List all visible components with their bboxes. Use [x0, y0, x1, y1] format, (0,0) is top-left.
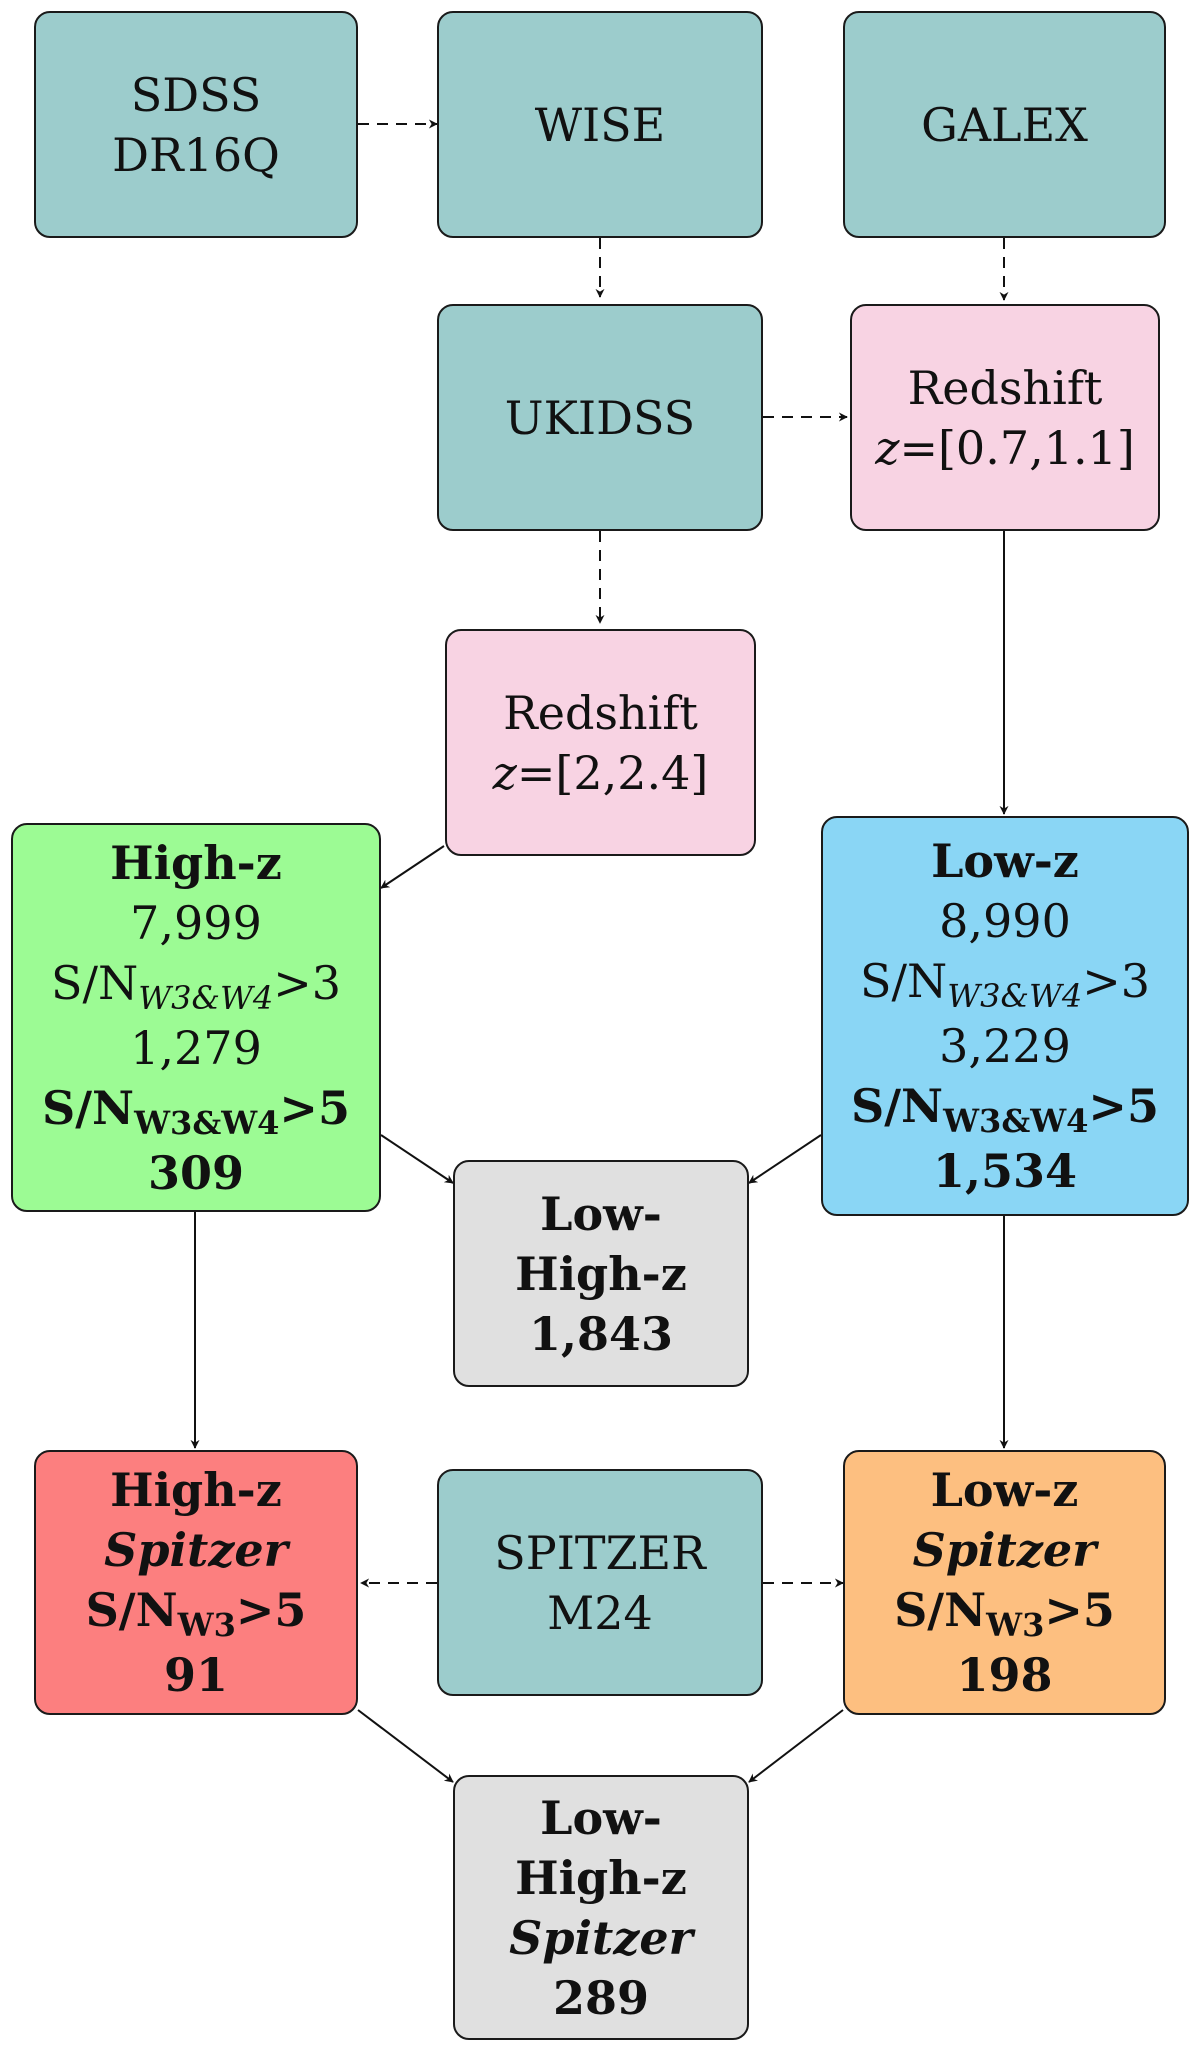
low-z-spitzer-snr-prefix: S/N — [894, 1583, 987, 1637]
high-z-node: High-z 7,999 S/NW3&W4>3 1,279 S/NW3&W4>5… — [11, 823, 381, 1212]
low-z-spitzer-title: Low-z — [930, 1463, 1079, 1517]
low-z-spitzer-snr-label: S/NW3>5 — [894, 1580, 1115, 1645]
low-z-snr5-prefix: S/N — [851, 1079, 944, 1133]
redshift-low-z-symbol: z — [875, 420, 900, 475]
low-z-title: Low-z — [931, 834, 1079, 888]
low-z-spitzer-node: Low-z Spitzer S/NW3>5 198 — [843, 1450, 1166, 1715]
high-z-snr5-label: S/NW3&W4>5 — [42, 1078, 350, 1143]
low-high-z-spitzer-count: 289 — [552, 1970, 650, 2025]
low-high-z-node: Low- High-z 1,843 — [453, 1160, 749, 1387]
arrow-low-z-to-low-high-z — [748, 1134, 822, 1184]
high-z-snr5-prefix: S/N — [42, 1080, 135, 1135]
high-z-spitzer-count: 91 — [163, 1648, 228, 1702]
high-z-snr5-count: 309 — [147, 1145, 245, 1200]
high-z-snr3-subscript: W3&W4 — [138, 978, 274, 1017]
low-high-z-spitzer-line3: Spitzer — [509, 1910, 693, 1965]
wise-label: WISE — [534, 97, 666, 152]
high-z-snr5-threshold: >5 — [279, 1080, 350, 1135]
high-z-snr3-count: 1,279 — [130, 1020, 262, 1075]
spitzer-catalog-label: M24 — [547, 1585, 653, 1640]
high-z-snr5-subscript: W3&W4 — [134, 1103, 280, 1142]
low-high-z-spitzer-line1: Low- — [540, 1790, 662, 1845]
low-z-count: 8,990 — [939, 894, 1071, 948]
high-z-spitzer-snr-prefix: S/N — [85, 1583, 178, 1637]
high-z-spitzer-title: High-z — [110, 1463, 282, 1517]
high-z-snr3-prefix: S/N — [50, 955, 139, 1010]
arrow-redshift-high-to-high-z — [380, 845, 445, 889]
redshift-high-node: Redshift z=[2,2.4] — [445, 629, 756, 856]
arrow-high-z-spitzer-to-combined — [357, 1709, 454, 1783]
galex-label: GALEX — [921, 97, 1088, 152]
sdss-label: SDSS — [130, 67, 262, 122]
low-high-z-count: 1,843 — [528, 1306, 674, 1361]
arrow-low-z-spitzer-to-combined — [748, 1709, 844, 1783]
high-z-spitzer-node: High-z Spitzer S/NW3>5 91 — [34, 1450, 358, 1715]
wise-node: WISE — [437, 11, 763, 238]
redshift-high-interval: =[2,2.4] — [516, 745, 709, 800]
redshift-low-node: Redshift z=[0.7,1.1] — [850, 304, 1160, 531]
high-z-snr3-threshold: >3 — [273, 955, 342, 1010]
high-z-spitzer-subtitle: Spitzer — [104, 1523, 288, 1577]
high-z-spitzer-snr-label: S/NW3>5 — [86, 1580, 307, 1645]
galex-node: GALEX — [843, 11, 1166, 238]
low-high-z-spitzer-node: Low- High-z Spitzer 289 — [453, 1775, 749, 2040]
low-z-snr5-count: 1,534 — [932, 1144, 1078, 1198]
redshift-low-range: z=[0.7,1.1] — [875, 418, 1135, 478]
high-z-spitzer-snr-subscript: W3 — [177, 1606, 236, 1644]
low-z-snr3-threshold: >3 — [1082, 954, 1151, 1008]
high-z-title: High-z — [110, 835, 282, 890]
low-z-node: Low-z 8,990 S/NW3&W4>3 3,229 S/NW3&W4>5 … — [821, 816, 1189, 1216]
spitzer-label: SPITZER — [494, 1525, 706, 1580]
sdss-release-label: DR16Q — [112, 127, 280, 182]
redshift-high-range: z=[2,2.4] — [493, 743, 709, 803]
low-high-z-spitzer-line2: High-z — [515, 1850, 687, 1905]
low-z-spitzer-count: 198 — [956, 1648, 1053, 1702]
low-z-spitzer-subtitle: Spitzer — [912, 1523, 1097, 1577]
redshift-low-interval: =[0.7,1.1] — [899, 420, 1135, 475]
redshift-high-title: Redshift — [503, 685, 698, 740]
high-z-spitzer-snr-threshold: >5 — [235, 1583, 307, 1637]
high-z-count: 7,999 — [130, 895, 262, 950]
low-z-snr3-count: 3,229 — [939, 1019, 1071, 1073]
arrow-high-z-to-low-high-z — [380, 1134, 454, 1184]
low-high-z-line1: Low- — [540, 1186, 662, 1241]
low-z-spitzer-snr-subscript: W3 — [986, 1606, 1045, 1644]
low-z-snr3-label: S/NW3&W4>3 — [860, 951, 1150, 1016]
low-z-snr5-threshold: >5 — [1088, 1079, 1159, 1133]
low-z-snr3-subscript: W3&W4 — [947, 977, 1083, 1015]
ukidss-label: UKIDSS — [504, 390, 696, 445]
low-z-snr5-label: S/NW3&W4>5 — [851, 1076, 1159, 1141]
sdss-dr16q-node: SDSS DR16Q — [34, 11, 358, 238]
high-z-snr3-label: S/NW3&W4>3 — [51, 953, 341, 1018]
spitzer-m24-node: SPITZER M24 — [437, 1469, 763, 1696]
low-z-snr5-subscript: W3&W4 — [943, 1102, 1089, 1140]
low-high-z-line2: High-z — [515, 1246, 687, 1301]
low-z-snr3-prefix: S/N — [859, 954, 948, 1008]
low-z-spitzer-snr-threshold: >5 — [1044, 1583, 1115, 1637]
redshift-high-z-symbol: z — [492, 745, 517, 800]
ukidss-node: UKIDSS — [437, 304, 763, 531]
redshift-low-title: Redshift — [907, 360, 1103, 415]
